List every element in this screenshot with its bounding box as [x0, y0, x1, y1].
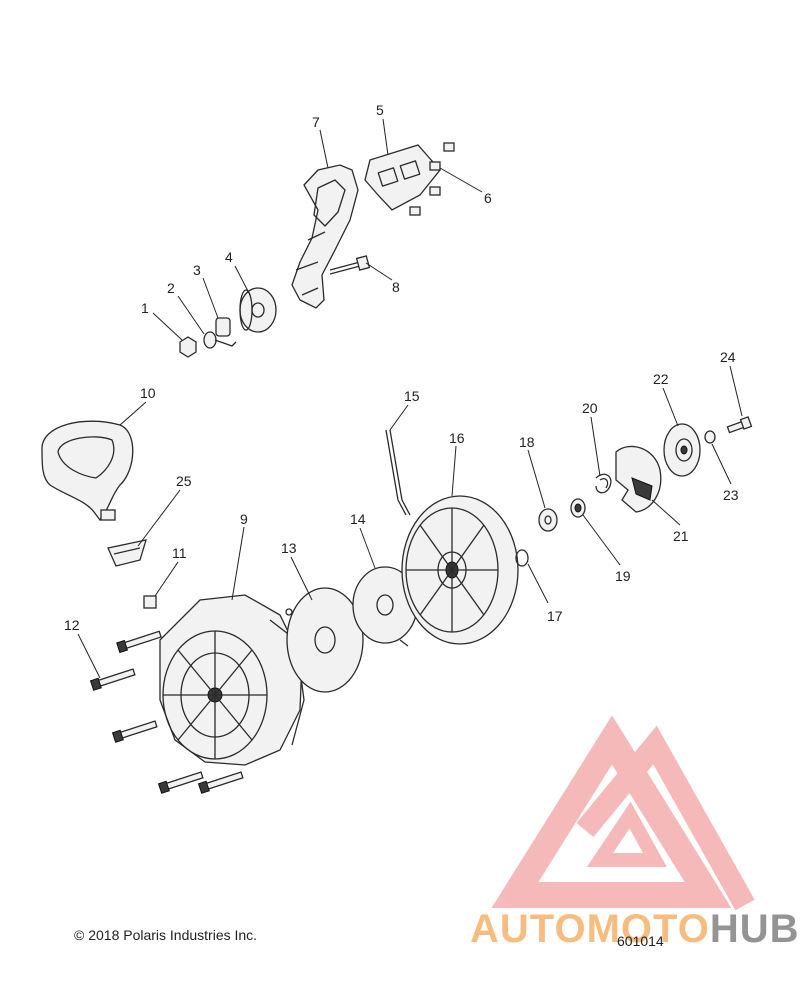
callout-5: 5 — [376, 102, 384, 118]
watermark-logo — [491, 715, 755, 911]
callout-8: 8 — [392, 279, 400, 295]
long-bolt-part — [329, 255, 371, 275]
callout-23: 23 — [723, 487, 739, 503]
center-bolt-part — [726, 416, 753, 434]
figure-number: 601014 — [617, 933, 664, 949]
callout-14: 14 — [350, 511, 366, 527]
pawl-plate-part — [663, 423, 701, 477]
starter-handle-part — [41, 420, 134, 522]
mounting-plate-part — [364, 144, 441, 211]
callout-9: 9 — [240, 511, 248, 527]
watermark-brand-text: AUTOMOTOHUB — [470, 907, 800, 952]
callout-16: 16 — [449, 430, 465, 446]
callout-11: 11 — [172, 545, 187, 561]
starter-rope-part — [385, 429, 411, 516]
callout-2: 2 — [167, 280, 175, 296]
retaining-clip-part — [515, 549, 529, 567]
callout-17: 17 — [547, 608, 563, 624]
callout-6: 6 — [484, 190, 492, 206]
cover-disc-part — [285, 587, 364, 693]
callout-labels: 1 2 3 4 5 6 7 8 9 10 11 12 13 14 15 16 1… — [64, 102, 739, 633]
callout-10: 10 — [140, 385, 156, 401]
leader-lines — [77, 118, 743, 679]
callout-15: 15 — [404, 388, 420, 404]
small-bolts-part — [409, 142, 455, 216]
callout-18: 18 — [519, 434, 535, 450]
flat-washer-part — [538, 508, 558, 532]
pulley-stack-part — [179, 287, 277, 358]
bushing-part — [570, 498, 586, 518]
bracket-arm-part — [291, 164, 359, 309]
callout-19: 19 — [615, 568, 631, 584]
rope-reel-part — [401, 495, 519, 645]
watermark-brand-part1: AUTOMOTO — [470, 907, 710, 951]
copyright-text: © 2018 Polaris Industries Inc. — [74, 927, 258, 943]
watermark-brand-part2: HUB — [709, 907, 800, 951]
callout-1: 1 — [141, 300, 149, 316]
callout-3: 3 — [193, 262, 201, 278]
torsion-spring-part — [595, 473, 612, 494]
callout-7: 7 — [312, 114, 320, 130]
center-washer-part — [704, 430, 716, 444]
housing-bolts-part — [89, 630, 244, 794]
ratchet-cam-part — [615, 445, 662, 513]
callout-12: 12 — [64, 617, 80, 633]
callout-22: 22 — [653, 371, 669, 387]
callout-20: 20 — [582, 400, 598, 416]
handle-insert-part — [107, 539, 147, 567]
callout-25: 25 — [176, 473, 192, 489]
small-block-part — [143, 595, 157, 609]
callout-4: 4 — [225, 249, 233, 265]
callout-24: 24 — [720, 349, 736, 365]
callout-13: 13 — [281, 540, 297, 556]
starter-housing-part — [159, 594, 305, 766]
callout-21: 21 — [673, 528, 689, 544]
